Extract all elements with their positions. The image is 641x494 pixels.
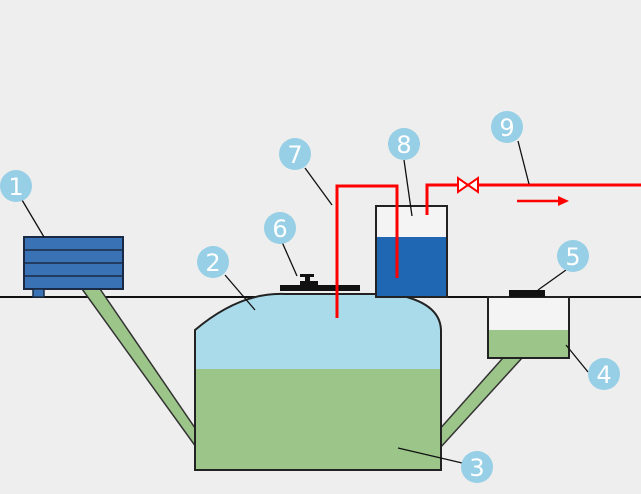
callout-5: 5 xyxy=(557,240,589,272)
overflow-cover xyxy=(509,290,545,297)
overflow-slurry xyxy=(489,330,568,357)
slurry-region xyxy=(195,369,441,470)
gas-pipe xyxy=(335,184,399,318)
overflow-tank xyxy=(487,290,570,359)
callout-1: 1 xyxy=(0,170,32,202)
flow-arrow-icon xyxy=(517,196,569,206)
gas-outlet-pipe xyxy=(425,183,641,215)
callout-2-label: 2 xyxy=(205,249,220,277)
callout-5-label: 5 xyxy=(565,243,580,271)
feed-box xyxy=(23,236,124,298)
water-level xyxy=(377,237,446,296)
callout-4: 4 xyxy=(588,358,620,390)
callout-1-label: 1 xyxy=(8,173,23,201)
gas-region xyxy=(195,293,441,369)
callout-7: 7 xyxy=(279,138,311,170)
callout-3-label: 3 xyxy=(469,454,484,482)
water-seal-tank xyxy=(375,205,448,298)
callout-3: 3 xyxy=(461,451,493,483)
callout-4-label: 4 xyxy=(596,361,611,389)
callout-2: 2 xyxy=(197,246,229,278)
callout-9: 9 xyxy=(491,111,523,143)
callout-9-label: 9 xyxy=(499,114,514,142)
manhole-cover xyxy=(280,274,360,291)
callout-6-label: 6 xyxy=(272,215,287,243)
callout-8: 8 xyxy=(388,128,420,160)
digester-tank xyxy=(194,292,442,471)
inlet-pipe xyxy=(80,288,210,448)
outlet-pipe xyxy=(428,349,524,450)
callout-6: 6 xyxy=(264,212,296,244)
callout-7-label: 7 xyxy=(287,141,302,169)
leader-lines xyxy=(21,140,589,467)
callout-8-label: 8 xyxy=(396,131,411,159)
valve-icon xyxy=(457,176,479,194)
